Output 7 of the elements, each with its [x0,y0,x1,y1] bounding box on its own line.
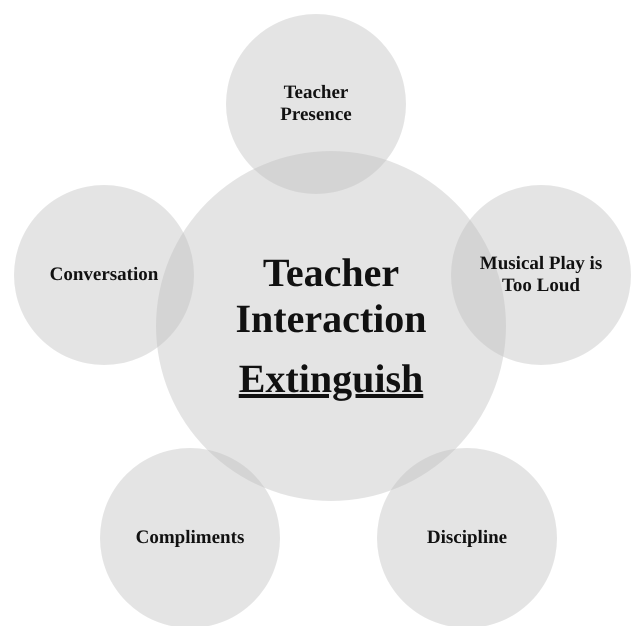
circle-label: Discipline [426,527,508,549]
keyword-text: Extinguish [238,356,424,402]
heading-text: Teacher Interaction [234,250,428,342]
circle-label: Conversation [50,264,158,286]
circle-label: Compliments [136,527,244,549]
circle-label: Teacher Presence [279,82,353,126]
circle-label: Musical Play is Too Loud [478,253,604,297]
